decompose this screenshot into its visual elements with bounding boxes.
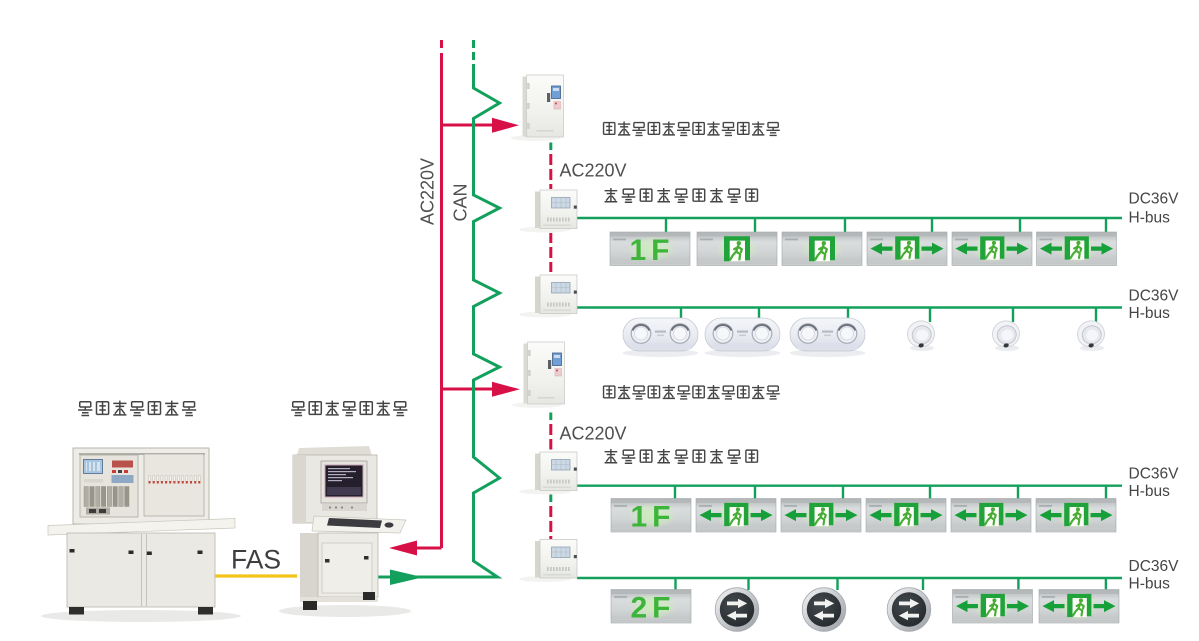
svg-text:FAS: FAS — [231, 545, 281, 575]
svg-text:DC36V: DC36V — [1129, 466, 1180, 483]
svg-text:AC220V: AC220V — [560, 161, 627, 181]
svg-text:DC36V: DC36V — [1129, 288, 1180, 305]
svg-text:H-bus: H-bus — [1129, 305, 1171, 322]
svg-text:H-bus: H-bus — [1129, 483, 1171, 500]
svg-text:H-bus: H-bus — [1129, 210, 1171, 227]
svg-text:AC220V: AC220V — [418, 158, 438, 225]
svg-text:DC36V: DC36V — [1129, 191, 1180, 208]
svg-text:H-bus: H-bus — [1129, 576, 1171, 593]
svg-text:AC220V: AC220V — [560, 424, 627, 444]
svg-text:DC36V: DC36V — [1129, 558, 1180, 575]
svg-text:2F: 2F — [630, 592, 675, 625]
svg-text:1F: 1F — [630, 501, 675, 534]
svg-text:1F: 1F — [629, 234, 674, 267]
svg-text:CAN: CAN — [451, 183, 471, 221]
